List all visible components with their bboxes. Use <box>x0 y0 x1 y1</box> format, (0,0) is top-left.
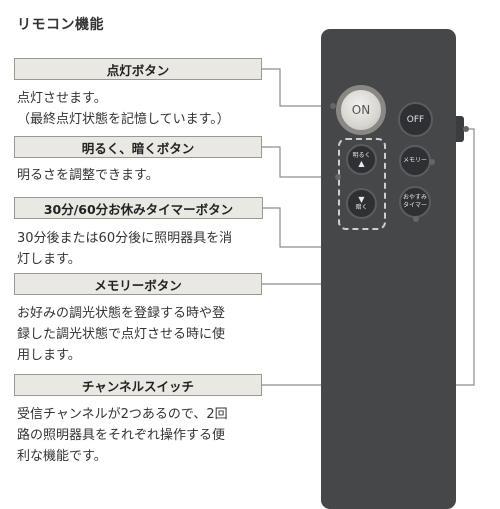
up-triangle-icon: ▲ <box>358 158 365 168</box>
header-brightness-label: 明るく、暗くボタン <box>81 140 195 156</box>
sleep-timer-button[interactable]: おやすみ タイマー <box>399 186 431 218</box>
desc-channel-switch: 受信チャンネルが2つあるので、2回 路の照明器具をそれぞれ操作する便 利な機能で… <box>17 407 228 464</box>
header-on-button: 点灯ボタン <box>14 58 262 80</box>
header-sleep-timer-button: 30分/60分お休みタイマーボタン <box>14 197 263 219</box>
header-memory-label: メモリーボタン <box>94 277 182 293</box>
memory-button[interactable]: メモリー <box>399 145 431 177</box>
dot-memory <box>429 159 435 165</box>
header-on-button-label: 点灯ボタン <box>106 62 170 78</box>
dark-button-label: 暗く <box>355 203 368 211</box>
off-button-label: OFF <box>406 114 425 125</box>
memory-button-label: メモリー <box>402 157 427 164</box>
desc-sleep-timer-button: 30分後または60分後に照明器具を消 灯します。 <box>17 231 233 267</box>
channel-switch[interactable] <box>456 116 464 142</box>
off-button[interactable]: OFF <box>398 102 433 137</box>
header-sleep-timer-label: 30分/60分お休みタイマーボタン <box>43 201 234 217</box>
dot-brightness <box>335 174 341 180</box>
dot-channel <box>463 126 469 132</box>
down-triangle-icon: ▼ <box>358 194 365 204</box>
dot-on-button <box>330 103 336 109</box>
wire-brightness <box>262 146 338 178</box>
page-title: リモコン機能 <box>17 17 104 33</box>
on-button-label: ON <box>351 103 371 117</box>
sleep-label-line2: タイマー <box>402 202 427 209</box>
wire-on-button <box>262 68 333 107</box>
desc-memory-button: お好みの調光状態を登録する時や登 録した調光状態で点灯させる時に使 用します。 <box>17 306 226 363</box>
dark-button[interactable]: ▼ 暗く <box>346 188 377 219</box>
desc-brightness-buttons: 明るさを調整できます。 <box>17 168 159 183</box>
bright-button[interactable]: 明るく ▲ <box>346 144 377 175</box>
brightness-group-outline <box>338 138 386 230</box>
desc-on-button: 点灯させます。 （最終点灯状態を記憶しています。） <box>17 91 230 127</box>
header-channel-switch: チャンネルスイッチ <box>14 374 262 396</box>
header-memory-button: メモリーボタン <box>14 273 262 295</box>
dot-sleep-timer <box>413 216 419 222</box>
bright-button-label: 明るく <box>352 151 371 159</box>
header-brightness-buttons: 明るく、暗くボタン <box>14 136 262 158</box>
on-button[interactable]: ON <box>336 85 386 135</box>
header-channel-switch-label: チャンネルスイッチ <box>81 378 195 394</box>
sleep-label-line1: おやすみ <box>402 194 427 201</box>
